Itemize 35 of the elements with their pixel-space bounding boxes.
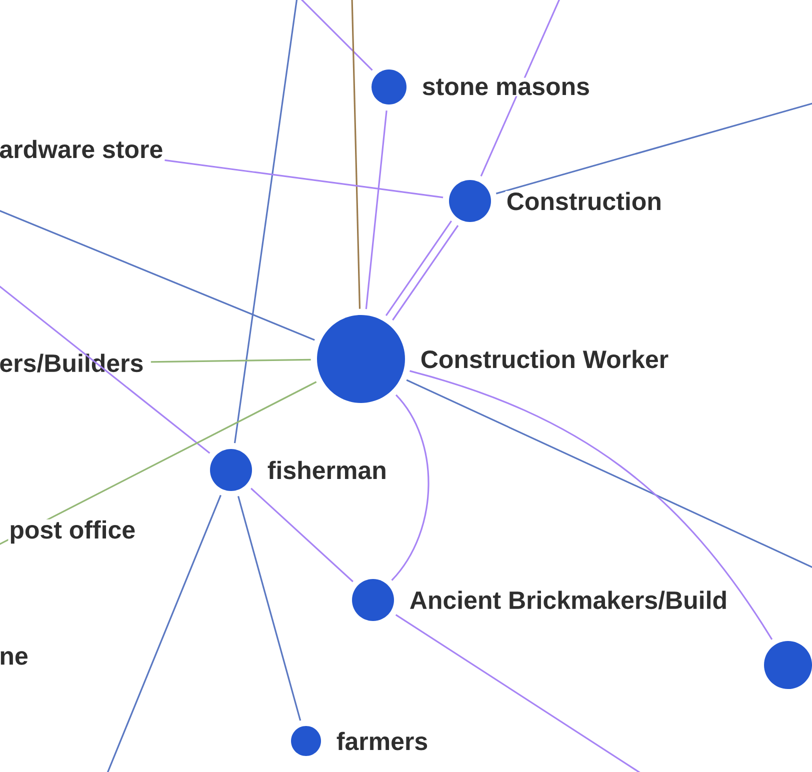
edge-line [0,209,315,341]
edge-line [234,0,298,444]
node-label: Ancient Brickmakers/Build [408,590,729,610]
graph-node [372,70,406,104]
graph-node [352,579,394,621]
edge-line [392,225,459,321]
node-label: Construction Worker [419,348,670,370]
edge-line [351,0,361,309]
graph-node [449,180,491,222]
edge-line [164,159,444,198]
node-label: stone masons [420,78,591,96]
node-label: ardware store [0,138,164,160]
graph-node [210,449,252,491]
edge-line [299,0,373,71]
node-label: fisherman [266,460,388,480]
node-label: post office [8,519,137,545]
node-label: Construction [505,190,663,212]
edge-line [237,496,302,721]
graph-node [291,726,321,756]
edge-line [496,102,812,194]
edge-line [0,284,210,454]
edge-line [391,394,430,581]
graph-node [317,315,405,403]
graph-node [764,641,812,689]
edge-line [365,110,388,310]
edge-line [406,379,812,569]
edge-line [250,488,354,582]
edge-line [106,494,222,772]
edge-line [385,220,452,316]
node-label: farmers [335,730,430,752]
edge-line [480,0,561,176]
edge-line [395,614,642,772]
node-label: ne [0,650,30,666]
edge-line [150,358,311,363]
edge-line [410,370,773,640]
